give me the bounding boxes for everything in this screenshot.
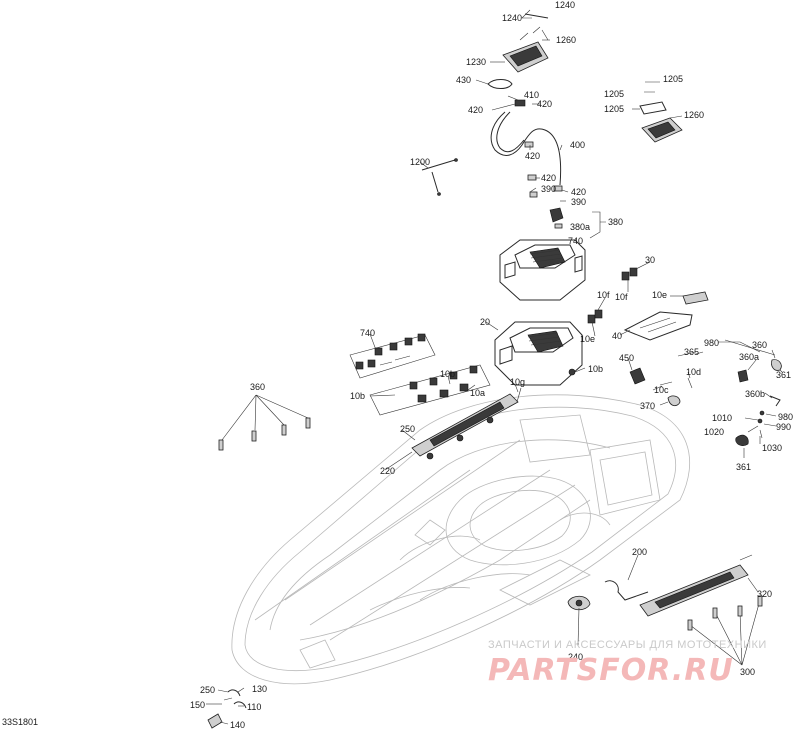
label-361: 1030 [762,443,782,453]
part-40 [682,291,709,305]
rail-240 [639,554,753,617]
pins-250-right [687,595,763,666]
label-10e: 10f [615,292,628,302]
hull-outline [231,394,691,685]
label-300: 240 [568,652,583,662]
label-10f: 10f [597,290,610,300]
label-420: 420 [468,105,483,115]
parts-10c-365 [629,351,697,407]
label-380a: 380a [570,222,590,232]
label-130: 250 [200,685,215,695]
label-390: 390 [571,197,586,207]
part-320 [604,580,649,601]
label-150: 130 [252,684,267,694]
label-10f: 30 [645,255,655,265]
label-1230: 1230 [466,57,486,67]
parts-100-150 [207,689,247,729]
switch-pack-10b-upper [349,333,436,379]
label-20: 40 [612,331,622,341]
label-10b: 10a [470,388,485,398]
label-420: 420 [571,187,586,197]
label-361: 360a [739,352,759,362]
label-420: 420 [525,151,540,161]
label-1020: 1010 [712,413,732,423]
label-250: 300 [740,667,755,677]
label-320: 200 [632,547,647,557]
label-420: 420 [537,99,552,109]
gasket-430 [487,79,513,89]
label-400: 400 [570,140,585,150]
label-40: 10e [652,290,667,300]
label-140: 110 [247,702,261,712]
label-10a: 10b [350,391,365,401]
part-labels: 1240 1240 1260 1230 430 410 420 420 400 … [190,0,793,730]
part-450 [516,387,522,403]
label-365: 370 [640,401,655,411]
label-980: 365 [684,347,699,357]
label-30: 1200 [410,157,430,167]
label-250: 360 [250,382,265,392]
label-1205: 1205 [604,89,624,99]
label-980: 360b [745,389,765,399]
label-1260: 1205 [604,104,624,114]
label-380: 380 [608,217,623,227]
switch-pack-10a [369,364,491,416]
hose-400 [490,99,564,229]
label-450: 10g [510,377,525,387]
part-10g [568,368,576,376]
part-30 [421,158,458,196]
pins-250-left [218,394,311,451]
label-100: 140 [230,720,245,730]
label-1030: 1020 [704,427,724,437]
label-220: 250 [400,424,415,434]
label-360a: 360 [752,340,767,350]
label-360: 361 [736,462,751,472]
label-10g: 10b [588,364,603,374]
label-10b: 740 [360,328,375,338]
label-110: 150 [190,700,205,710]
label-200: 220 [380,466,395,476]
label-390: 390 [541,184,556,194]
label-360: 980 [704,338,719,348]
label-990: 980 [778,412,793,422]
label-420: 420 [541,173,556,183]
reference-code: 33S1801 [2,717,38,727]
label-1260: 1260 [556,35,576,45]
label-1200: 1260 [684,110,704,120]
watermark: ЗАПЧАСТИ И АКСЕССУАРЫ ДЛЯ МОТОТЕХНИКИ PA… [488,639,767,688]
rail-220 [411,393,519,460]
parts-360-group [724,339,782,446]
watermark-tagline: ЗАПЧАСТИ И АКСЕССУАРЫ ДЛЯ МОТОТЕХНИКИ [488,639,767,651]
label-1205: 1205 [663,74,683,84]
cover-1200 [639,101,683,143]
part-20 [623,311,693,341]
label-10d: 10c [654,385,669,395]
label-1010: 990 [776,422,791,432]
label-740: 20 [480,317,490,327]
box-740-upper [499,239,586,301]
label-10e: 10e [580,334,595,344]
watermark-logo: PARTSFOR.RU [488,653,734,688]
part-300 [567,595,591,611]
label-370: 10d [686,367,701,377]
leader-lines [206,9,783,725]
label-10b: 10b [440,369,455,379]
box-740-lower [494,321,583,386]
connectors-10f-10e [587,267,638,324]
label-1240: 1240 [555,0,575,10]
label-430: 430 [456,75,471,85]
label-240: 320 [757,589,772,599]
label-1240: 1240 [502,13,522,23]
label-360b: 361 [776,370,791,380]
label-10c: 450 [619,353,634,363]
label-740: 740 [568,236,583,246]
label-410: 410 [524,90,539,100]
cover-1230 [502,13,549,73]
